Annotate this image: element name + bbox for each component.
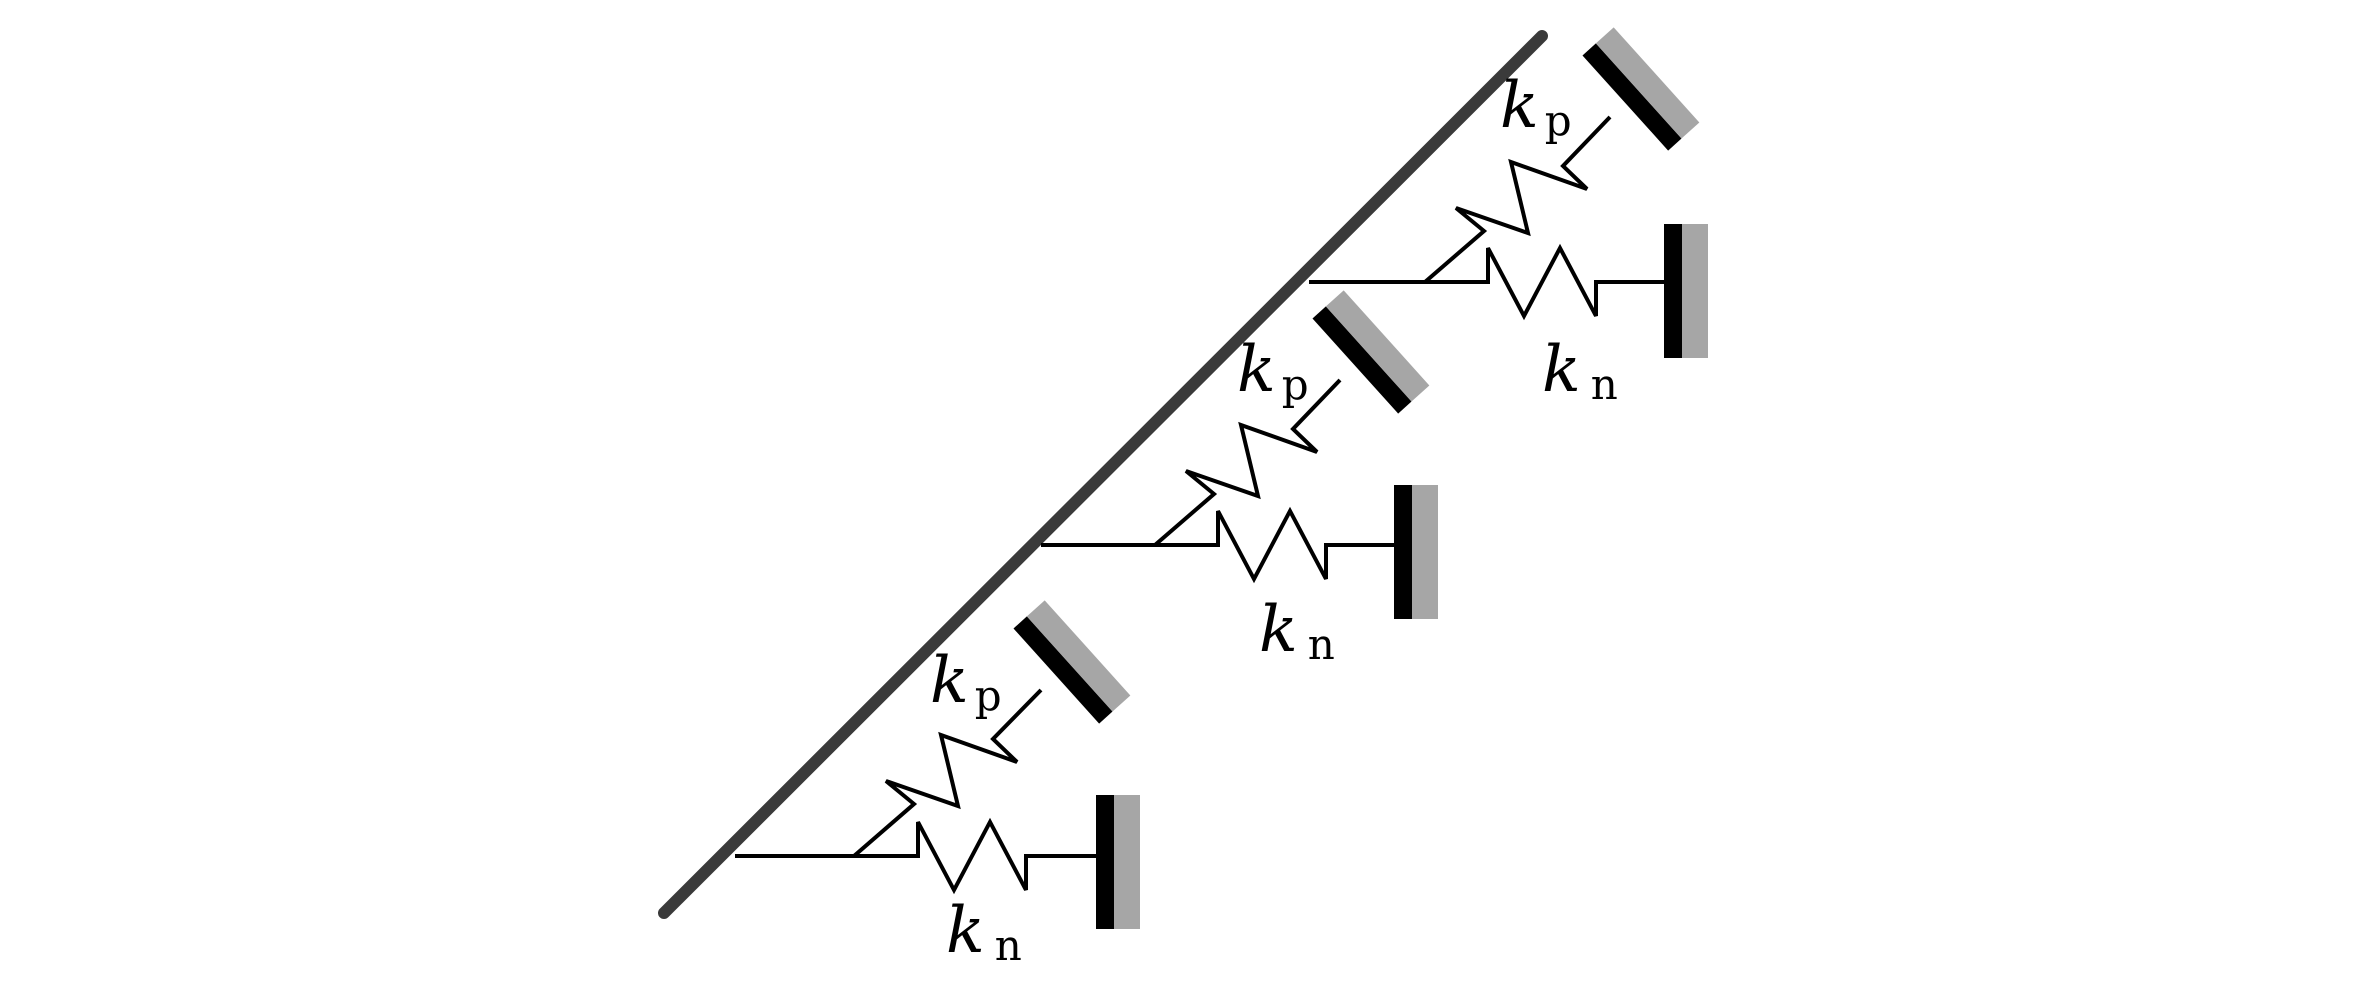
normal-wall-2: [1394, 485, 1438, 619]
wall-dark-face: [1582, 43, 1682, 151]
tangential-spring-kp-1: [852, 688, 1043, 858]
tangential-wall-1: [1013, 600, 1131, 724]
wall-dark-face: [1312, 306, 1412, 414]
wall-hatch-face: [1026, 600, 1131, 712]
wall-dark-face: [1096, 795, 1114, 929]
tangential-spring-kp-2: [1153, 378, 1342, 547]
wall-dark-face: [1394, 485, 1412, 619]
normal-spring-kn-2: [1041, 506, 1396, 584]
wall-dark-face: [1013, 616, 1113, 724]
tangential-wall-3: [1582, 27, 1700, 151]
wall-hatch-face: [1595, 27, 1700, 139]
tangential-spring-kp-3: [1423, 115, 1612, 284]
wall-hatch-face: [1412, 485, 1438, 619]
wall-hatch-face: [1114, 795, 1140, 929]
wall-dark-face: [1664, 224, 1682, 358]
normal-spring-kn-1: [735, 817, 1098, 895]
normal-wall-1: [1096, 795, 1140, 929]
normal-wall-3: [1664, 224, 1708, 358]
inclined-beam: [658, 30, 1548, 919]
tangential-wall-2: [1312, 290, 1430, 414]
wall-hatch-face: [1325, 290, 1430, 402]
wall-hatch-face: [1682, 224, 1708, 358]
normal-spring-kn-3: [1309, 243, 1666, 321]
